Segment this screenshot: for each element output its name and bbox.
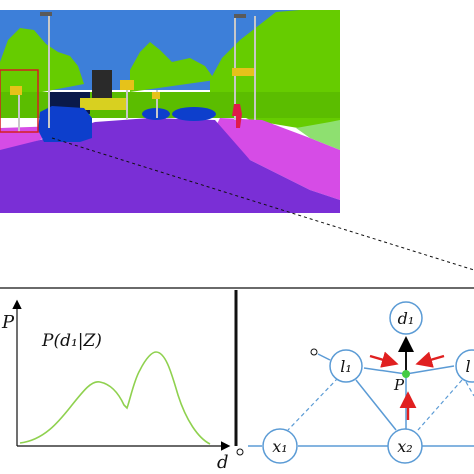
lamp-head-1 [40,12,52,16]
zoom-connector-line [51,137,474,271]
node-d1-label: d₁ [398,309,415,328]
node-x1-label: x₁ [272,437,287,456]
sign-3 [232,68,254,76]
terrain-right [296,120,340,150]
edge-l1-x2 [355,379,397,431]
sign-4 [152,92,160,99]
node-x1-circle [262,428,298,464]
edge-P-l2 [405,365,455,375]
probability-plot: P d P(d₁|Z) [1,299,231,473]
edge-l2-x2-dashed [417,379,463,431]
highlight-box [0,69,39,133]
probability-curve [19,351,211,445]
factor-graph: d₁ l₁ l x₁ x₂ P [248,301,474,464]
pole-4 [18,86,20,132]
car-left [38,106,92,142]
curve-label: P(d₁|Z) [41,331,102,351]
node-l1-label: l₁ [340,357,352,376]
point-P-label: P [393,376,405,394]
edge-l2-right-dashed [465,381,474,397]
node-x2-circle [387,428,423,464]
red-arrow-from-l2 [415,351,445,368]
red-arrow-from-l1 [369,351,399,368]
sidewalk-right [215,118,340,200]
tree-region-left [0,28,84,100]
lamp-head-2 [234,14,246,18]
pedestrian [232,104,242,128]
node-d1: d₁ [389,301,423,335]
edge-start-l1 [317,353,331,361]
node-d1-circle [389,301,423,335]
point-P [402,370,410,378]
node-l1-circle [329,349,363,383]
segmentation-image [0,10,340,213]
car-mid [172,107,216,121]
edge-l1-P [363,367,407,375]
node-x2-label: x₂ [397,437,412,456]
divider-end-circle [236,448,244,456]
node-x2: x₂ [387,428,423,464]
x-axis-label: d [217,452,229,473]
y-axis-label: P [1,312,15,333]
pole-1 [48,16,50,128]
road-region [0,118,340,213]
node-l1: l₁ [329,349,363,383]
node-x1: x₁ [262,428,298,464]
sign-2 [120,80,134,90]
edge-l1-x1-dashed [287,377,339,431]
sign-1 [10,86,22,95]
node-l2: l [455,349,474,383]
node-l2-circle [455,349,474,383]
fence [80,98,128,110]
node-l2-label: l [465,357,470,376]
start-marker-l1 [310,348,318,356]
tree-region-mid [130,42,215,92]
pole-5 [126,84,128,120]
pole-6 [156,90,158,118]
pole-3 [254,16,256,120]
wall [92,70,112,98]
